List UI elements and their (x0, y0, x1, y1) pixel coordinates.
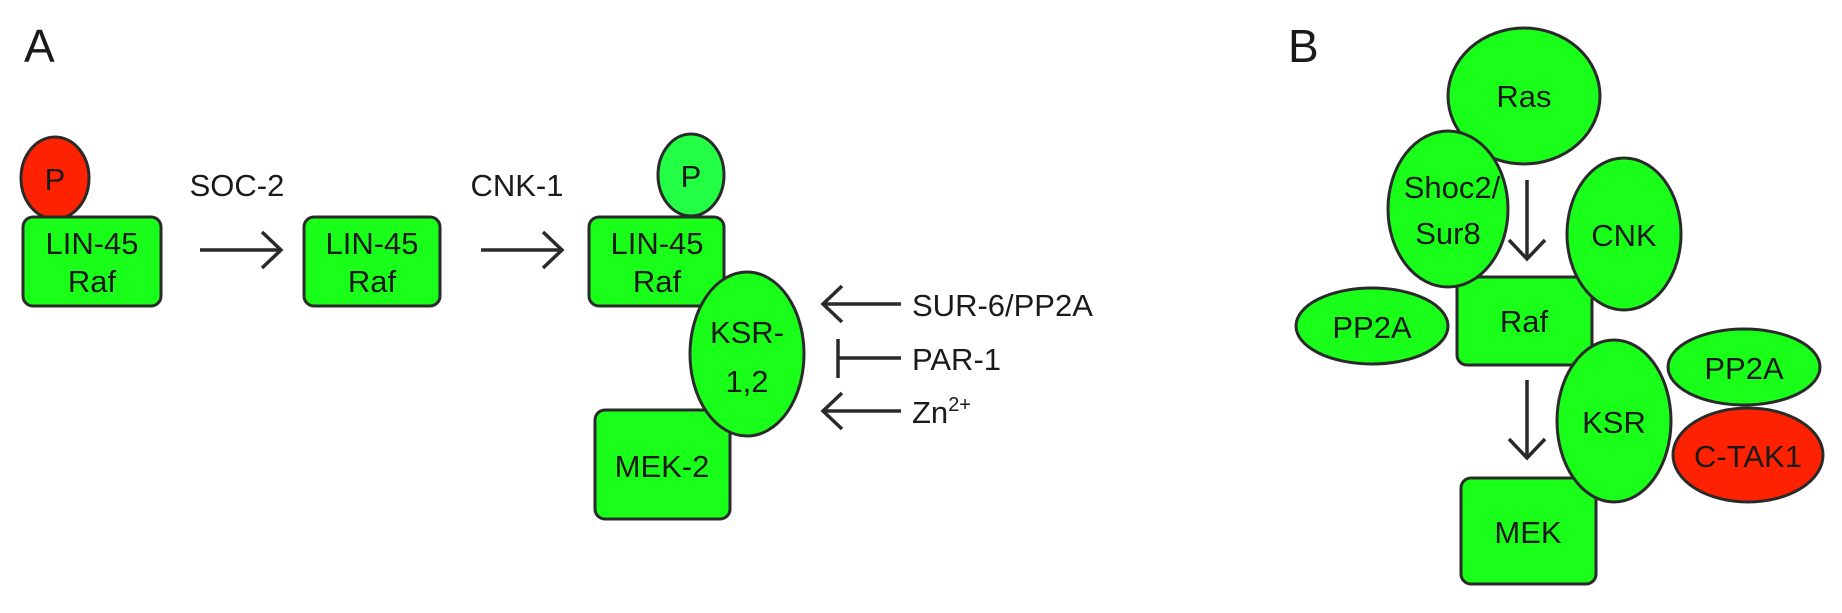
pp2a-left-label: PP2A (1332, 310, 1412, 345)
lin45-raf-node-3 (587, 215, 726, 308)
par1-label: PAR-1 (912, 342, 1001, 377)
zn-label: Zn2+ (912, 394, 971, 430)
arrow-raf-mek (1507, 380, 1547, 461)
cnk-node (1565, 156, 1683, 312)
lin45-raf-1-line1: LIN-45 (45, 226, 138, 261)
arrow-sur6 (820, 284, 901, 324)
raf-label: Raf (1500, 304, 1549, 339)
lin45-raf-2-line2: Raf (348, 264, 397, 299)
cnk1-label: CNK-1 (470, 168, 563, 203)
raf-node (1455, 275, 1594, 367)
sur6-pp2a-label: SUR-6/PP2A (912, 288, 1093, 323)
lin45-raf-3-line2: Raf (633, 264, 682, 299)
mek-node (1459, 476, 1598, 586)
lin45-raf-3-line1: LIN-45 (610, 226, 703, 261)
ksr-1-2-line1: KSR- (710, 315, 784, 350)
inhibit-par1 (836, 339, 901, 378)
ctak1-label: C-TAK1 (1694, 439, 1802, 474)
ras-node (1446, 26, 1602, 166)
arrow-soc2 (200, 230, 284, 270)
pp2a-left-node (1294, 286, 1450, 366)
ksr-1-2-node (688, 270, 806, 438)
soc2-label: SOC-2 (190, 168, 285, 203)
arrow-cnk1 (481, 230, 565, 270)
phosphate-green-node (656, 132, 726, 218)
ksr-1-2-line2: 1,2 (725, 364, 768, 399)
mek2-label: MEK-2 (615, 449, 710, 484)
lin45-raf-node-1 (21, 215, 163, 308)
mek-label: MEK (1494, 515, 1562, 550)
ras-label: Ras (1496, 79, 1551, 114)
lin45-raf-node-2 (302, 215, 442, 308)
lin45-raf-1-line2: Raf (68, 264, 117, 299)
phosphate-red-label: P (45, 162, 66, 197)
mek2-node (593, 408, 732, 521)
phosphate-green-label: P (681, 159, 702, 194)
pp2a-right-node (1666, 327, 1822, 407)
ctak1-node (1671, 406, 1825, 504)
lin45-raf-2-line1: LIN-45 (325, 226, 418, 261)
pp2a-right-label: PP2A (1704, 351, 1784, 386)
panel-a-letter: A (24, 20, 55, 72)
ksr-node (1555, 338, 1673, 504)
shoc2-sur8-line2: Sur8 (1415, 216, 1480, 251)
shoc2-sur8-node (1386, 129, 1510, 289)
shoc2-sur8-line1: Shoc2/ (1404, 170, 1501, 205)
ksr-label: KSR (1582, 405, 1646, 440)
arrow-ras-raf (1507, 180, 1547, 262)
cnk-label: CNK (1591, 218, 1657, 253)
arrow-zn (820, 391, 901, 431)
panel-b-letter: B (1288, 20, 1319, 72)
